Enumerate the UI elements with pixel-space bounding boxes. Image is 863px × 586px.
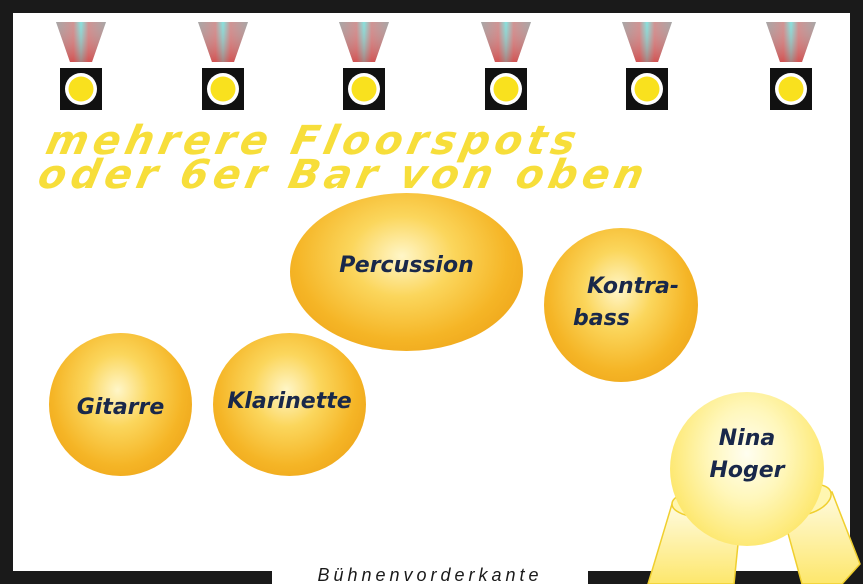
position-label: Kontra- bass	[573, 271, 679, 335]
floorspot-icon	[339, 22, 389, 110]
floorspot-icon	[766, 22, 816, 110]
floorspot-icon	[481, 22, 531, 110]
position-percussion: Percussion	[290, 193, 523, 351]
position-label-line1: Nina	[718, 426, 776, 451]
floorspot-4	[479, 20, 533, 116]
position-label-line2: bass	[573, 306, 630, 331]
headline-line-2: oder 6er Bar von oben	[34, 152, 654, 198]
position-label-line2: Hoger	[709, 458, 785, 483]
position-label: Percussion	[339, 253, 474, 278]
floorspot-3	[337, 20, 391, 116]
floorspot-1	[54, 20, 108, 116]
floorspot-icon	[198, 22, 248, 110]
position-kontrabass: Kontra- bass	[544, 228, 698, 382]
stage-border-top	[0, 0, 863, 13]
position-label: Nina Hoger	[709, 423, 784, 487]
floorspot-6	[764, 20, 818, 116]
stage-border-right	[850, 0, 863, 584]
floorspot-icon	[56, 22, 106, 110]
floorspot-5	[620, 20, 674, 116]
position-nina-hoger: Nina Hoger	[670, 392, 824, 546]
floorspot-2	[196, 20, 250, 116]
position-label: Klarinette	[227, 388, 352, 414]
floorspot-icon	[622, 22, 672, 110]
position-label-line1: Kontra-	[587, 274, 679, 299]
position-klarinette: Klarinette	[213, 333, 366, 476]
stage-border-left	[0, 0, 13, 584]
stage-front-label: Bühnenvorderkante	[272, 564, 588, 585]
position-gitarre: Gitarre	[49, 333, 192, 476]
position-label: Gitarre	[76, 394, 165, 420]
